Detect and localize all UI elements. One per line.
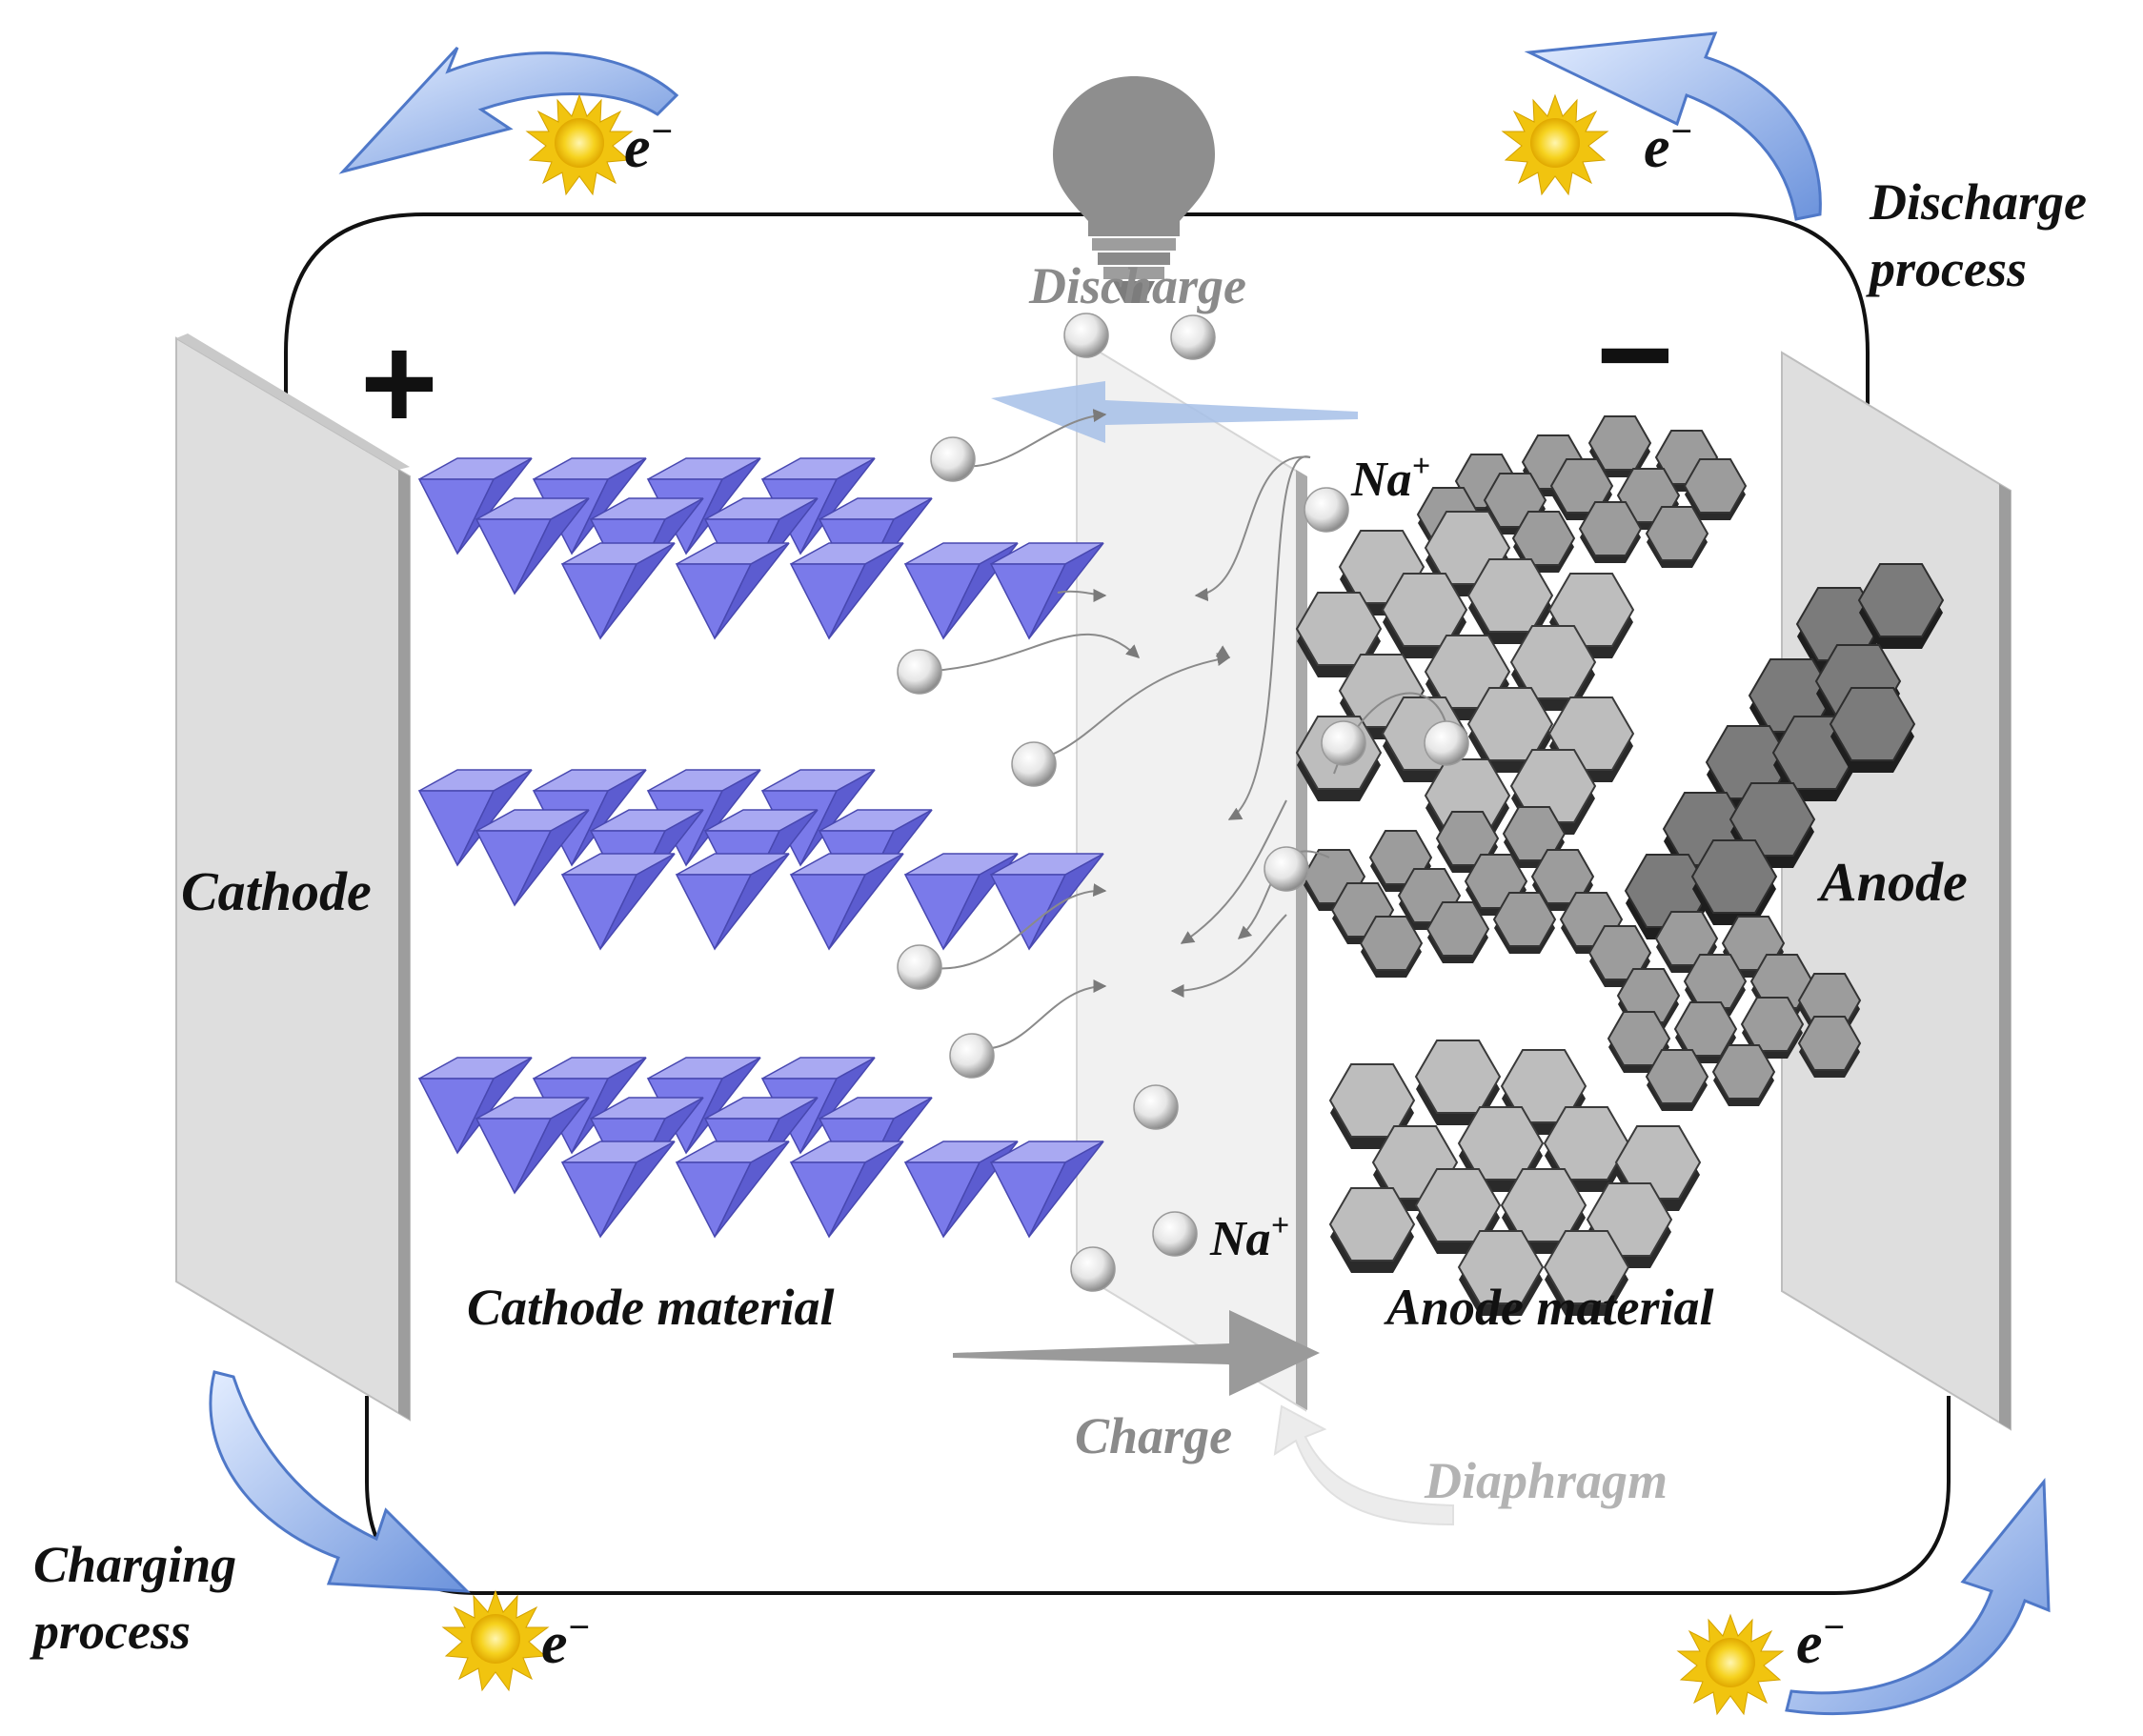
curved-arrow-icon-bottom-right (1785, 1477, 2051, 1716)
anode-sheet-large-tilted (1296, 511, 1634, 845)
anode-material-label: Anode material (1384, 1279, 1714, 1336)
cathode-material-layer-3 (418, 1057, 1104, 1238)
sun-icon-bottom-right (1677, 1614, 1784, 1715)
cathode-label: Cathode (181, 860, 372, 922)
anode-sheet-bottom (1329, 1040, 1701, 1317)
sun-icon-top-left (526, 94, 633, 195)
ion-migration-paths (919, 409, 1449, 1050)
charge-arrow (953, 1310, 1320, 1396)
discharge-process-label: Discharge process (1866, 173, 2100, 297)
separator-diaphragm (1076, 336, 1307, 1412)
diaphragm-label: Diaphragm (1424, 1452, 1668, 1509)
anode-label: Anode (1817, 851, 1968, 913)
positive-terminal-sign: + (360, 308, 438, 457)
curved-arrow-icon-top-right (1524, 31, 1822, 221)
cathode-material-layer-1 (418, 457, 1104, 639)
external-circuit-wire-bottom (365, 1396, 1951, 1595)
curved-arrow-icon-top-left (338, 46, 679, 174)
negative-terminal-sign: − (1596, 279, 1674, 429)
external-circuit-wire (284, 212, 1870, 410)
sun-icon-top-right (1502, 94, 1608, 195)
diaphragm-pointer-arrow (1273, 1404, 1454, 1526)
electron-label-top-right: e− (1644, 110, 1693, 180)
sun-icon-bottom-left (442, 1590, 549, 1691)
discharge-label: Discharge (1028, 257, 1246, 314)
electron-label-bottom-left: e− (541, 1605, 591, 1676)
curved-arrow-icon-bottom-left (209, 1370, 471, 1593)
charge-label: Charge (1075, 1407, 1232, 1464)
charging-process-label: Charging process (30, 1536, 250, 1660)
sodium-ion-label-bottom: Na+ (1209, 1208, 1289, 1266)
discharge-arrow (991, 381, 1358, 443)
light-bulb-icon (1053, 76, 1215, 303)
cathode-plate (175, 333, 411, 1422)
electron-label-top-left: e− (624, 110, 674, 180)
electron-label-bottom-right: e− (1796, 1605, 1846, 1676)
cathode-material-label: Cathode material (467, 1279, 835, 1336)
cathode-material-layer-2 (418, 769, 1104, 950)
sodium-ion-label-top: Na+ (1350, 449, 1430, 507)
